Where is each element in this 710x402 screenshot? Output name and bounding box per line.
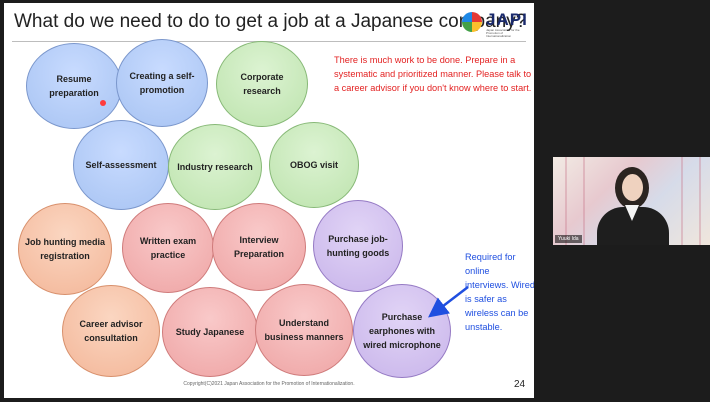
circle-media-registration: Job hunting media registration xyxy=(18,203,112,295)
background-stripe xyxy=(565,157,567,245)
circle-resume-preparation: Resume preparation xyxy=(26,43,122,129)
participant-video-tile[interactable]: Yuuki Ida xyxy=(553,157,710,245)
slide-title: What do we need to do to get a job at a … xyxy=(14,11,527,32)
circle-self-assessment: Self-assessment xyxy=(73,120,169,210)
background-stripe xyxy=(699,157,701,245)
circle-interview-preparation: Interview Preparation xyxy=(212,203,306,291)
circle-study-japanese: Study Japanese xyxy=(162,287,258,377)
note-work-to-be-done: There is much work to be done. Prepare i… xyxy=(334,55,532,93)
background-stripe xyxy=(681,157,683,245)
circle-self-promotion: Creating a self-promotion xyxy=(116,39,208,127)
circle-business-manners: Understand business manners xyxy=(255,284,353,376)
circle-corporate-research: Corporate research xyxy=(216,41,308,127)
slide-footer: Copyright(C)2021 Japan Association for t… xyxy=(183,381,355,387)
circle-job-hunting-goods: Purchase job-hunting goods xyxy=(313,200,403,292)
background-stripe xyxy=(583,157,585,245)
person-face xyxy=(622,174,643,201)
note-wired-microphone: Required for online interviews. Wired is… xyxy=(465,252,534,332)
logo-mark-icon xyxy=(462,12,482,32)
laser-pointer-dot xyxy=(100,100,106,106)
presentation-slide: What do we need to do to get a job at a … xyxy=(4,3,534,398)
arrow-icon xyxy=(428,286,469,318)
logo-subtitle: Japan Association for the Promotion of I… xyxy=(486,28,520,38)
circle-career-advisor: Career advisor consultation xyxy=(62,285,160,377)
page-number: 24 xyxy=(514,379,526,390)
japi-logo: JAPI Japan Association for the Promotion… xyxy=(462,10,528,38)
participant-name-label: Yuuki Ida xyxy=(555,235,582,243)
circle-obog-visit: OBOG visit xyxy=(269,122,359,208)
circle-written-exam: Written exam practice xyxy=(122,203,214,293)
logo-text: JAPI xyxy=(486,10,528,29)
circle-industry-research: Industry research xyxy=(168,124,262,210)
